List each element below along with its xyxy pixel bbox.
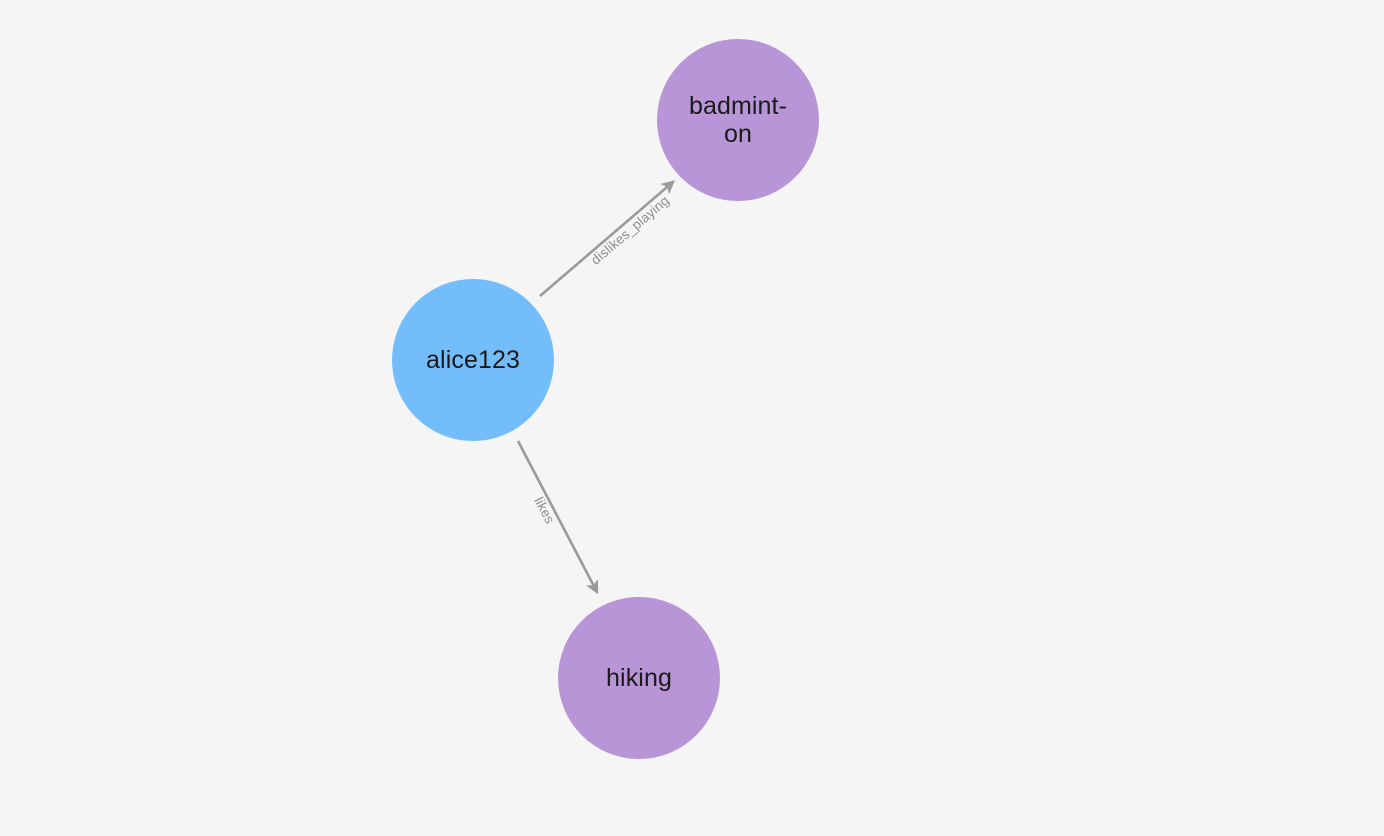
graph-node-hiking[interactable]: hiking <box>558 597 720 759</box>
graph-node-alice123[interactable]: alice123 <box>392 279 554 441</box>
node-label-hiking: hiking <box>606 664 672 692</box>
edge-hitbox-alice123-likes-hiking[interactable] <box>512 438 603 595</box>
node-circle-badminton[interactable] <box>657 39 819 201</box>
node-label-badminton: badmint- on <box>688 92 788 148</box>
graph-edge[interactable] <box>539 180 675 297</box>
node-circle-alice123[interactable] <box>392 279 554 441</box>
graph-node-badminton[interactable]: badmint- on <box>657 39 819 201</box>
edge-label: dislikes_playing <box>588 193 673 269</box>
graph-nodes <box>392 39 819 759</box>
edge-hitbox-alice123-dislikes_playing-badminton[interactable] <box>535 177 677 302</box>
graph-edge[interactable] <box>516 440 599 595</box>
node-label-alice123: alice123 <box>426 346 520 374</box>
graph-edges <box>516 180 675 595</box>
node-circle-hiking[interactable] <box>558 597 720 759</box>
